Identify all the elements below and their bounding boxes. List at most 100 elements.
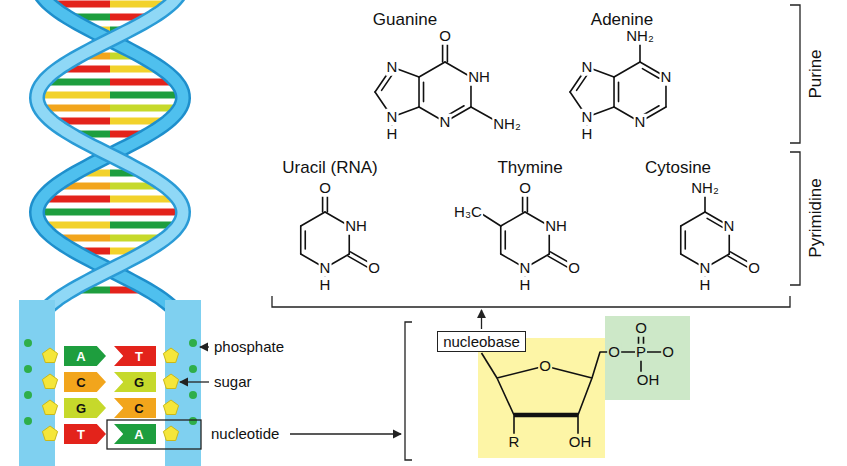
atom-label: N — [386, 109, 399, 126]
phosphate-region — [605, 316, 690, 400]
base-letter: T — [135, 349, 143, 364]
atom-label: NH₂ — [625, 28, 655, 45]
atom-label: N — [386, 59, 399, 76]
bond — [348, 256, 369, 268]
atom-label: N — [699, 260, 712, 277]
base-letter: G — [76, 401, 86, 416]
atom-label: O — [634, 320, 648, 337]
bond — [681, 212, 705, 226]
atom-label: O — [367, 260, 381, 277]
base-box: G — [64, 398, 106, 418]
bond — [423, 82, 425, 101]
base-rung — [110, 105, 173, 112]
base-box: C — [64, 372, 106, 392]
bond — [522, 195, 524, 212]
atom-label: N — [634, 114, 647, 131]
bond — [577, 74, 588, 90]
sugar-pentagon — [42, 374, 57, 389]
base-rung — [110, 222, 172, 229]
atom-label: H — [386, 126, 399, 143]
molecule-name: Guanine — [372, 11, 438, 30]
bond — [419, 62, 445, 77]
atom-label: NH₂ — [492, 116, 522, 133]
phosphate-dot — [24, 391, 32, 399]
atom-label: O — [607, 344, 621, 361]
atom-label: OH — [636, 372, 661, 389]
group-label: Pyrimidine — [807, 177, 826, 258]
bond — [447, 42, 449, 62]
atom-label: O — [747, 260, 761, 277]
base-letter: A — [134, 427, 143, 442]
phosphate-dot — [24, 365, 32, 373]
atom-label: NH — [467, 69, 491, 86]
glycosidic-bond — [482, 353, 498, 378]
atom-label: O — [518, 180, 532, 197]
backbone-strand — [37, 0, 183, 314]
nucleotide-bracket — [405, 322, 412, 460]
bond — [482, 214, 501, 226]
atom-label: H — [319, 277, 332, 294]
bond — [418, 77, 420, 107]
atom-label: NH — [344, 218, 368, 235]
base-box: A — [64, 346, 106, 366]
bond — [728, 256, 749, 268]
base-rung — [44, 209, 110, 216]
phosphate-dot — [24, 417, 32, 425]
atom-label: N — [660, 69, 673, 86]
base-rung — [44, 92, 110, 99]
sugar-pentagon — [163, 348, 178, 363]
molecule-name: Thymine — [496, 159, 563, 178]
base-rung — [47, 105, 110, 112]
atom-label: H₃C — [453, 204, 483, 221]
atom-label: NH₂ — [690, 180, 720, 197]
bond — [680, 226, 682, 254]
phosphate-dot — [189, 365, 197, 373]
sugar-pentagon — [163, 400, 178, 415]
base-rung — [110, 92, 176, 99]
leader-arrow — [180, 381, 209, 382]
atom-label: O — [318, 180, 332, 197]
base-letter: A — [76, 349, 85, 364]
molecule-name: Cytosine — [644, 159, 712, 178]
bond — [501, 212, 525, 226]
base-rung — [49, 196, 110, 203]
atom-label: N — [319, 260, 332, 277]
bond — [513, 415, 515, 434]
phosphate-dot — [189, 391, 197, 399]
base-letter: T — [77, 427, 85, 442]
phosphate-dot — [189, 417, 197, 425]
base-rung — [50, 79, 110, 86]
pyrimidine-bracket — [790, 152, 800, 285]
bases-bracket — [272, 296, 790, 307]
bond — [704, 195, 706, 212]
sugar-region — [478, 338, 605, 458]
sugar-pentagon — [163, 374, 178, 389]
part-label: nucleotide — [210, 426, 280, 443]
atom-label: O — [538, 358, 552, 375]
atom-label: N — [581, 59, 594, 76]
atom-label: H — [519, 277, 532, 294]
bond — [618, 82, 620, 101]
bond — [614, 62, 640, 77]
sugar-pentagon — [42, 426, 57, 441]
atom-label: N — [723, 218, 736, 235]
atom-label: N — [519, 260, 532, 277]
bond — [442, 42, 444, 62]
molecule-name: Uracil (RNA) — [281, 159, 378, 178]
bond — [382, 74, 393, 90]
part-label: sugar — [213, 374, 253, 391]
part-label: phosphate — [213, 339, 285, 356]
phosphate-dot — [189, 339, 197, 347]
base-box: A — [114, 424, 156, 444]
base-rung — [110, 209, 176, 216]
backbone-strand — [37, 0, 183, 314]
bond — [707, 218, 723, 227]
atom-label: OH — [568, 434, 593, 451]
bond — [684, 231, 686, 249]
base-box: C — [114, 398, 156, 418]
purine-bracket — [790, 5, 800, 143]
dna-helix — [37, 0, 183, 314]
atom-label: P — [635, 344, 647, 361]
bond — [577, 415, 579, 434]
